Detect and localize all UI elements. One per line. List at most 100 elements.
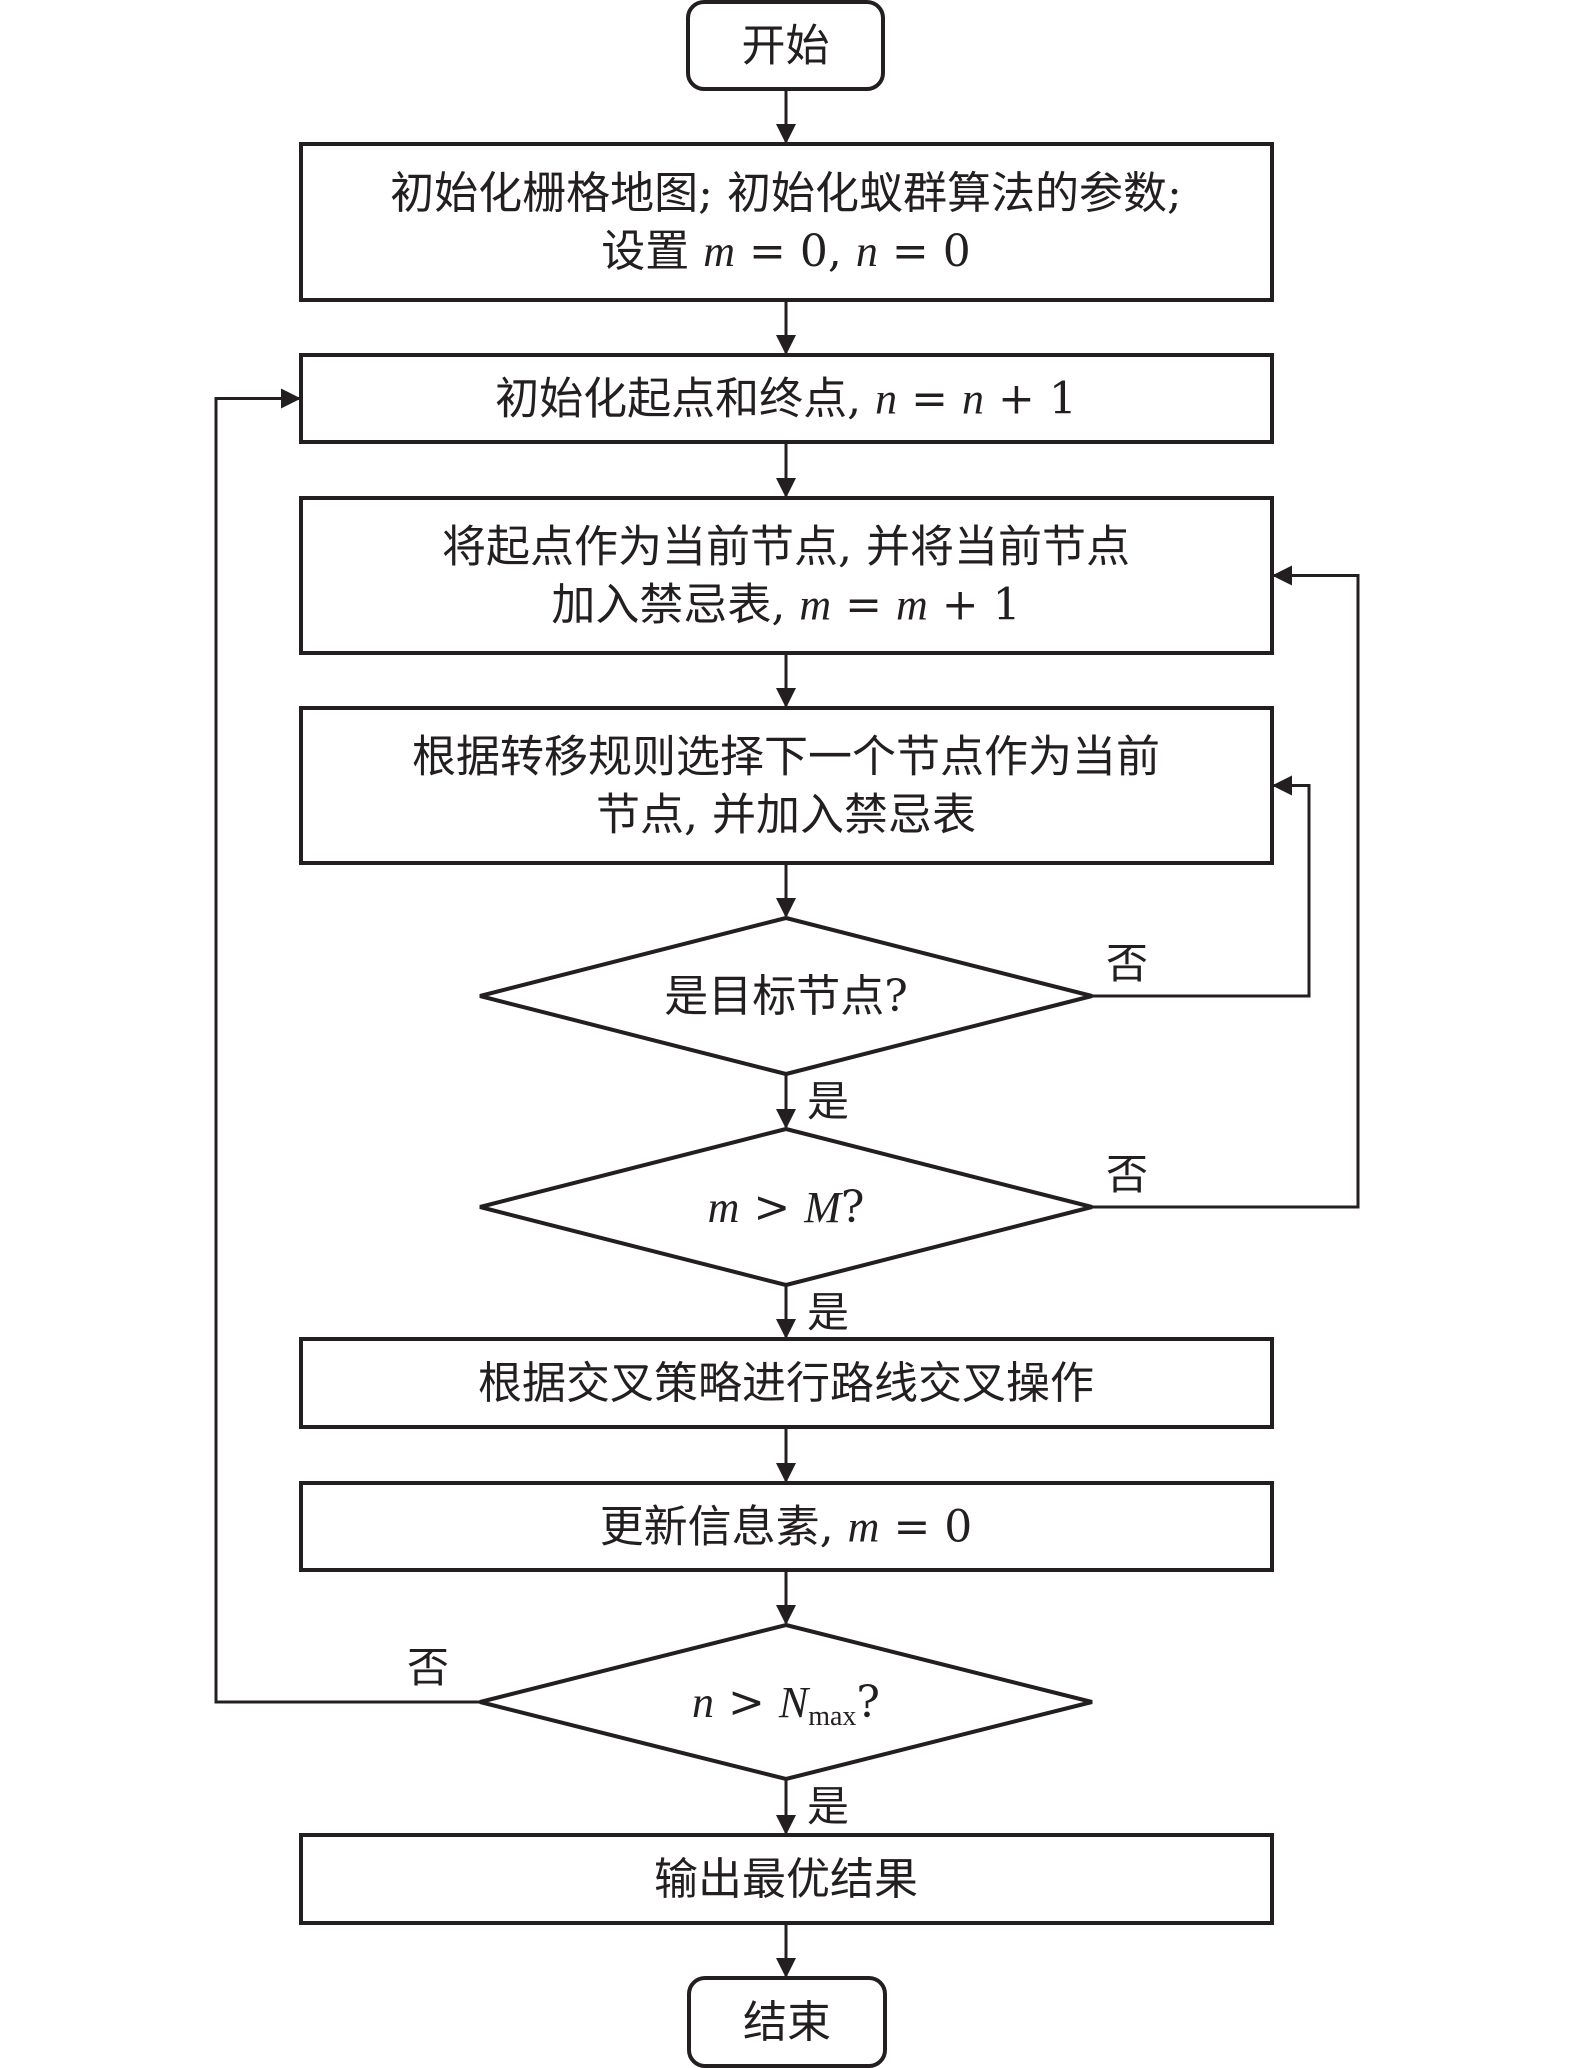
edge-label: 否 — [1106, 939, 1148, 988]
arrowhead-icon — [776, 124, 796, 144]
edge-label: 否 — [1106, 1150, 1148, 1199]
arrowhead-icon — [776, 688, 796, 708]
text-segment: m — [848, 1503, 880, 1552]
text-segment: > — [739, 1182, 804, 1233]
process-box — [299, 496, 1274, 655]
text-segment: > — [714, 1677, 779, 1728]
text-segment: 是目标节点? — [664, 971, 908, 1022]
subscript: max — [808, 1701, 856, 1732]
text-segment: n — [962, 375, 984, 424]
node-text-line: 是目标节点? — [664, 971, 908, 1022]
terminator-box — [686, 0, 885, 91]
node-text-line: 加入禁忌表, m = m + 1 — [551, 580, 1020, 631]
edge-label: 是 — [807, 1782, 849, 1831]
node-output: 输出最优结果 — [299, 1833, 1274, 1925]
decision-diamond — [479, 915, 1093, 1077]
text-segment: n — [692, 1678, 714, 1727]
node-text-line: 结束 — [743, 1997, 831, 2048]
process-box — [299, 353, 1274, 444]
text-segment: 结束 — [743, 1997, 831, 2048]
node-text-line: m > M? — [708, 1182, 865, 1233]
text-segment: 更新信息素, — [600, 1502, 848, 1553]
node-text-line: n > Nmax? — [692, 1677, 880, 1732]
node-end: 结束 — [687, 1976, 887, 2068]
decision-diamond — [479, 1622, 1093, 1782]
node-crossover: 根据交叉策略进行路线交叉操作 — [299, 1337, 1274, 1429]
text-segment: 初始化起点和终点, — [495, 374, 875, 425]
arrowhead-icon — [776, 1463, 796, 1483]
arrowhead-icon — [776, 1605, 796, 1625]
terminator-box — [687, 1976, 887, 2068]
edge-n-gt-Nmax-to-init-start-end — [214, 397, 480, 1704]
text-segment: m — [896, 581, 928, 630]
edge-m-gt-M-to-set-current — [1092, 574, 1360, 1209]
text-segment: 初始化栅格地图; 初始化蚁群算法的参数; — [390, 168, 1182, 219]
node-text-line: 设置 m = 0, n = 0 — [601, 226, 970, 277]
text-segment: m — [799, 581, 831, 630]
arrowhead-icon — [776, 1109, 796, 1129]
arrowhead-icon — [776, 1319, 796, 1339]
text-segment: = — [831, 580, 896, 631]
arrowhead-icon — [776, 478, 796, 498]
edges — [214, 89, 1360, 1978]
process-box — [299, 142, 1274, 302]
text-segment: ? — [856, 1677, 880, 1728]
text-segment: n — [856, 227, 878, 276]
text-segment: = 0 — [879, 1502, 972, 1553]
text-segment: 将起点作为当前节点, 并将当前节点 — [442, 522, 1130, 573]
node-text-line: 根据转移规则选择下一个节点作为当前 — [412, 732, 1160, 783]
node-text-line: 初始化栅格地图; 初始化蚁群算法的参数; — [390, 168, 1182, 219]
arrowhead-icon — [776, 898, 796, 918]
edge-label: 是 — [807, 1077, 849, 1126]
node-text-line: 更新信息素, m = 0 — [600, 1502, 973, 1553]
arrowhead-icon — [1272, 775, 1292, 796]
text-segment: m — [708, 1183, 740, 1232]
text-segment: ? — [841, 1182, 865, 1233]
arrowhead-icon — [776, 1958, 796, 1978]
text-segment: 设置 — [601, 226, 703, 277]
text-segment: 输出最优结果 — [654, 1854, 918, 1905]
process-box — [299, 1833, 1274, 1925]
decision-diamond — [479, 1126, 1093, 1288]
text-segment: n — [875, 375, 897, 424]
arrowhead-icon — [776, 1815, 796, 1835]
text-segment: M — [803, 1183, 843, 1232]
arrowhead-icon — [281, 388, 301, 409]
text-segment: m — [703, 227, 735, 276]
arrowhead-icon — [776, 335, 796, 355]
text-segment: 加入禁忌表, — [551, 580, 799, 631]
text-segment: 节点, 并加入禁忌表 — [596, 790, 976, 841]
node-n-gt-Nmax: n > Nmax? — [479, 1622, 1093, 1782]
text-segment: + 1 — [928, 580, 1021, 631]
text-segment: N — [778, 1678, 811, 1727]
text-segment: = — [897, 374, 962, 425]
edge-label: 否 — [407, 1643, 449, 1692]
text-segment: 开始 — [742, 21, 830, 72]
node-text-line: 初始化起点和终点, n = n + 1 — [495, 374, 1077, 425]
process-box — [299, 1481, 1274, 1572]
node-text-line: 开始 — [742, 21, 830, 72]
text-segment: = 0 — [878, 226, 971, 277]
node-m-gt-M: m > M? — [479, 1126, 1093, 1288]
node-init-start-end: 初始化起点和终点, n = n + 1 — [299, 353, 1274, 444]
process-box — [299, 1337, 1274, 1429]
text-segment: + 1 — [984, 374, 1077, 425]
node-init: 初始化栅格地图; 初始化蚁群算法的参数; 设置 m = 0, n = 0 — [299, 142, 1274, 302]
node-text-line: 节点, 并加入禁忌表 — [596, 790, 976, 841]
process-box — [299, 706, 1274, 865]
node-start: 开始 — [686, 0, 885, 91]
node-is-target: 是目标节点? — [479, 915, 1093, 1077]
node-text-line: 将起点作为当前节点, 并将当前节点 — [442, 522, 1130, 573]
node-update-pheromone: 更新信息素, m = 0 — [299, 1481, 1274, 1572]
arrowhead-icon — [1272, 565, 1292, 586]
text-segment: 根据转移规则选择下一个节点作为当前 — [412, 732, 1160, 783]
node-text-line: 输出最优结果 — [654, 1854, 918, 1905]
text-segment: 根据交叉策略进行路线交叉操作 — [478, 1358, 1094, 1409]
text-segment: = 0, — [735, 226, 856, 277]
node-text-line: 根据交叉策略进行路线交叉操作 — [478, 1358, 1094, 1409]
